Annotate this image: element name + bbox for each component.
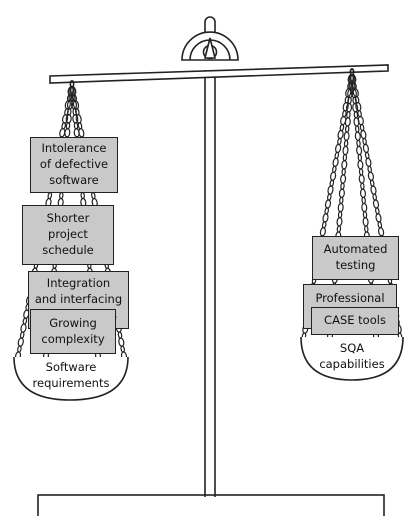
chain-link <box>360 129 367 140</box>
chain-link <box>20 323 27 333</box>
chain-link <box>335 143 342 154</box>
chain-link <box>378 227 385 237</box>
chain-link <box>367 171 374 181</box>
left-box-shorter-schedule: Shorter project schedule <box>22 205 114 265</box>
chain-link <box>360 182 365 190</box>
chain-link <box>330 171 337 181</box>
chain-link <box>336 217 343 227</box>
chain-link <box>324 199 332 209</box>
chain-link <box>346 111 351 119</box>
left-box-growing-complexity: Growing complexity <box>30 309 116 354</box>
chain-link <box>337 129 344 140</box>
chain-link <box>375 213 382 223</box>
chain-link <box>322 213 329 223</box>
chain-link <box>361 196 366 205</box>
chain-link <box>64 128 71 138</box>
chain-link <box>356 145 363 156</box>
chain-link <box>344 117 351 127</box>
left-box-intolerance: Intolerance of defective software <box>30 137 118 193</box>
chain-link <box>339 196 344 205</box>
chain-link <box>340 182 345 190</box>
chain-link <box>362 143 369 154</box>
chain-link <box>364 225 369 233</box>
balance-beam <box>49 64 389 84</box>
central-post <box>204 70 216 497</box>
chain-link <box>354 125 360 133</box>
chain-link <box>361 202 368 213</box>
chain-link <box>319 227 326 237</box>
scale-base <box>37 494 385 516</box>
chain-link <box>365 157 372 168</box>
pivot <box>181 31 239 61</box>
chain-link <box>341 168 346 176</box>
right-box-automated-testing: Automated testing <box>312 236 399 280</box>
right-pan <box>300 336 404 381</box>
chain-link <box>343 131 350 141</box>
chain-link <box>345 102 353 113</box>
chain-link <box>362 217 369 227</box>
chain-link <box>372 199 380 209</box>
right-box-case-tools: CASE tools <box>311 307 399 335</box>
chain-link <box>118 337 125 347</box>
chain-link <box>357 153 363 162</box>
chain-link <box>17 337 24 347</box>
left-pan-label: Software requirements <box>32 360 110 390</box>
chain-link <box>356 139 361 148</box>
chain-link <box>354 131 361 141</box>
chain-link <box>344 125 350 133</box>
chain-link <box>353 111 359 119</box>
chain-link <box>65 114 72 124</box>
chain-link <box>337 210 343 219</box>
chain-link <box>362 210 368 219</box>
right-pan-label: SQA capabilities <box>319 341 385 371</box>
chain-link <box>359 188 367 199</box>
chain-link <box>332 157 339 168</box>
chain-link <box>338 188 345 199</box>
chain-link <box>343 139 349 148</box>
chain-link <box>347 96 352 105</box>
chain-link <box>340 174 347 184</box>
chain-link <box>337 202 344 213</box>
chain-link <box>336 225 342 233</box>
chain-link <box>357 160 364 170</box>
chain-link <box>355 101 362 112</box>
chain-link <box>341 160 348 170</box>
top-ring <box>204 16 216 36</box>
chain-link <box>342 153 348 162</box>
chain-link <box>342 145 349 156</box>
chain-link <box>358 168 364 176</box>
chain-link <box>327 185 334 195</box>
left-pan <box>13 356 129 401</box>
chain-link <box>358 174 365 184</box>
chain-link <box>370 185 377 195</box>
